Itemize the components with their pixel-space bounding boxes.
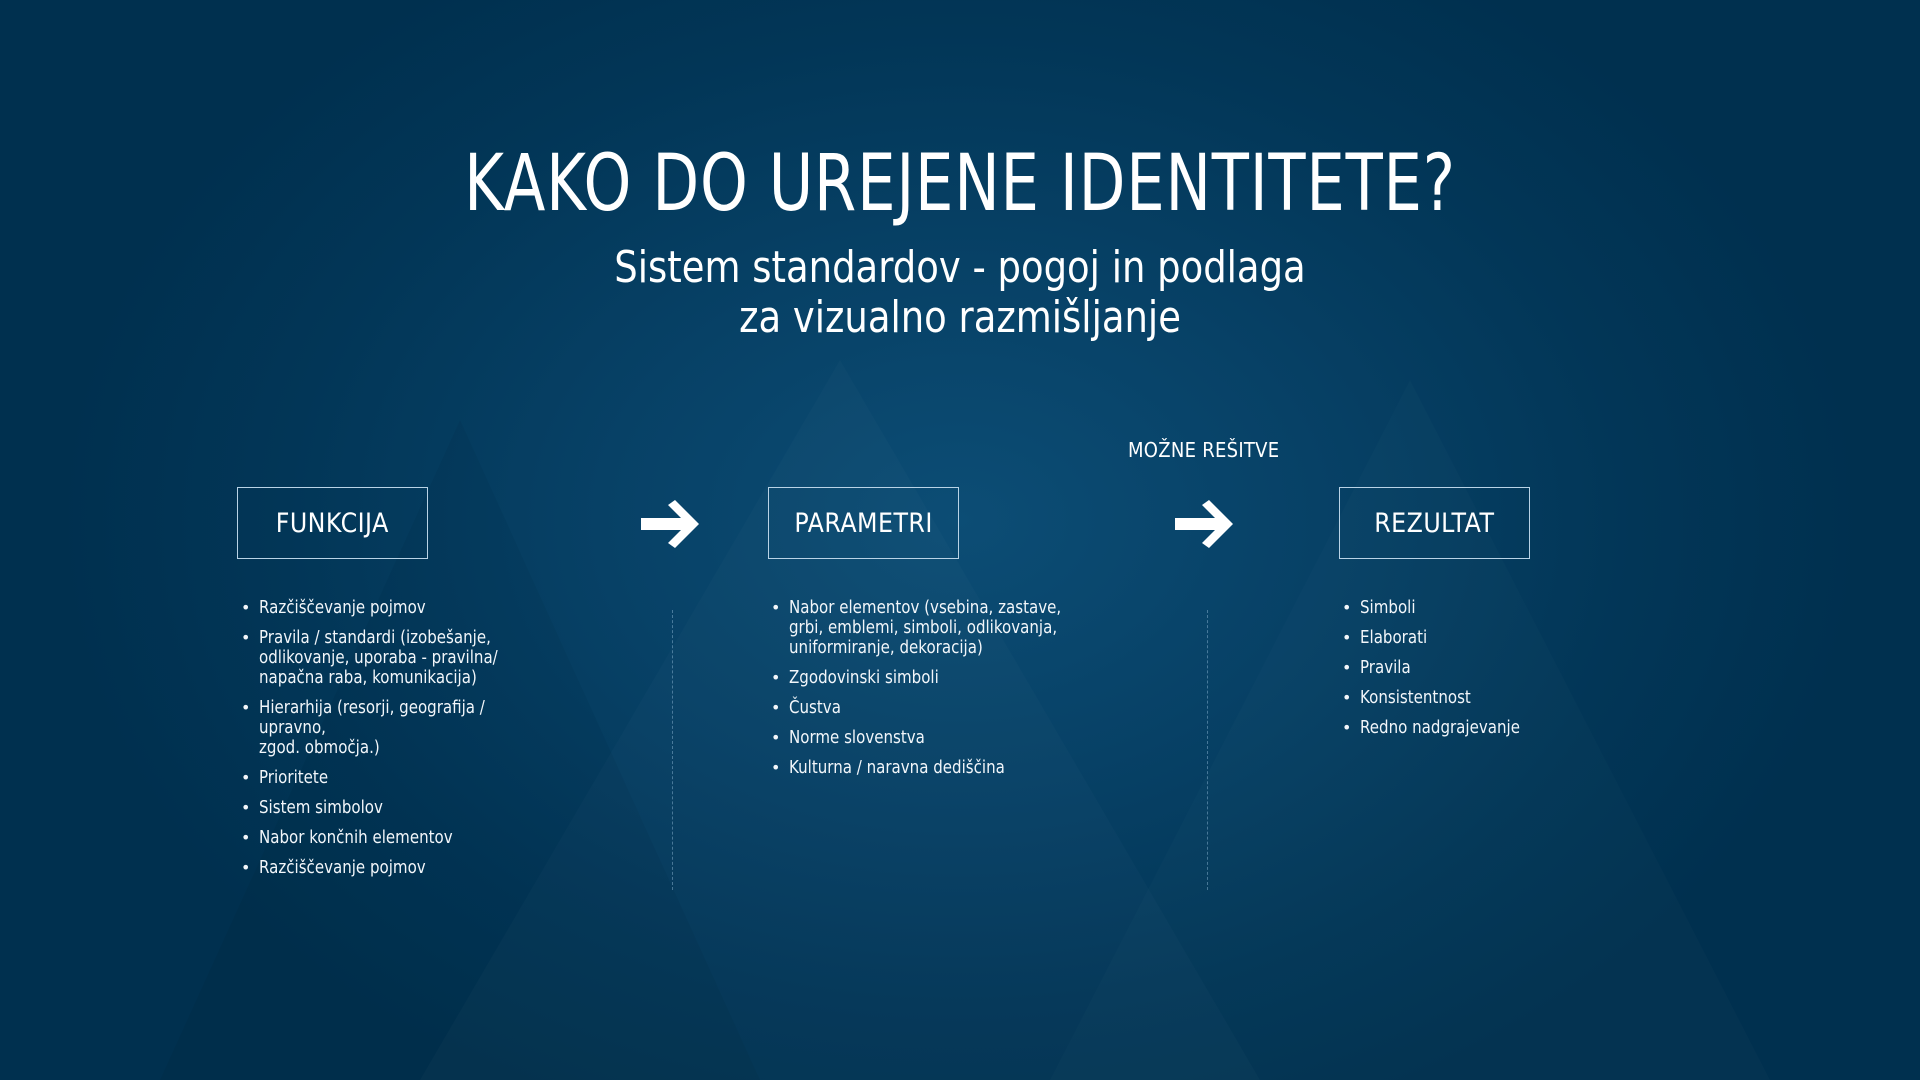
arrow-right-icon [1175,500,1233,548]
subtitle-line: za vizualno razmišljanje [739,292,1181,343]
parametri-box: PARAMETRI [768,487,959,559]
list-item: • Nabor končnih elementov [237,828,597,848]
bullet-icon: • [241,598,251,617]
funkcija-box: FUNKCIJA [237,487,428,559]
list-item: • Hierarhija (resorji, geografija / uprav… [237,698,597,758]
slide-title: KAKO DO UREJENE IDENTITETE? [464,139,1456,229]
bullet-icon: • [1342,658,1352,677]
bullet-icon: • [241,858,251,877]
list-item-text: Sistem simbolov [259,798,383,818]
bullet-icon: • [771,728,781,747]
list-item: • Simboli [1338,598,1598,618]
subtitle-line: Sistem standardov - pogoj in podlaga [614,242,1306,293]
list-item: • Prioritete [237,768,597,788]
slide-subtitle: Sistem standardov - pogoj in podlaga za … [154,243,1767,343]
bullet-icon: • [241,798,251,817]
list-item-text: Zgodovinski simboli [789,668,939,688]
list-item-text: Čustva [789,698,841,718]
list-item: • Norme slovenstva [767,728,1147,748]
list-item-text: Pravila / standardi (izobešanje, odlikov… [259,628,498,688]
box-label: FUNKCIJA [275,507,390,539]
list-item: • Pravila / standardi (izobešanje, odliko… [237,628,597,688]
bullet-icon: • [771,698,781,717]
list-item: • Čustva [767,698,1147,718]
funkcija-list: • Razčiščevanje pojmov • Pravila / standar… [237,598,597,888]
list-item-text: Razčiščevanje pojmov [259,598,426,618]
box-label: PARAMETRI [794,507,933,539]
bullet-icon: • [771,598,781,617]
list-item-text: Nabor elementov (vsebina, zastave, grbi,… [789,598,1062,658]
list-item: • Sistem simbolov [237,798,597,818]
box-label: REZULTAT [1374,507,1495,539]
list-item-text: Kulturna / naravna dediščina [789,758,1005,778]
list-item-text: Pravila [1360,658,1411,678]
dashed-divider [1207,610,1208,890]
bullet-icon: • [241,698,251,717]
bullet-icon: • [1342,688,1352,707]
arrow-right-icon [641,500,699,548]
list-item: • Razčiščevanje pojmov [237,598,597,618]
parametri-list: • Nabor elementov (vsebina, zastave, grbi… [767,598,1147,788]
bullet-icon: • [1342,718,1352,737]
rezultat-box: REZULTAT [1339,487,1530,559]
bullet-icon: • [241,768,251,787]
dashed-divider [672,610,673,890]
list-item: • Zgodovinski simboli [767,668,1147,688]
possible-solutions-label: MOŽNE REŠITVE [1128,438,1280,462]
rezultat-list: • Simboli • Elaborati • Pravila • Konsistent… [1338,598,1598,748]
list-item-text: Razčiščevanje pojmov [259,858,426,878]
bullet-icon: • [771,758,781,777]
list-item-text: Konsistentnost [1360,688,1471,708]
list-item: • Pravila [1338,658,1598,678]
list-item-text: Nabor končnih elementov [259,828,453,848]
bullet-icon: • [241,828,251,847]
list-item-text: Hierarhija (resorji, geografija / upravn… [259,698,485,758]
list-item: • Redno nadgrajevanje [1338,718,1598,738]
bullet-icon: • [241,628,251,647]
list-item: • Konsistentnost [1338,688,1598,708]
list-item-text: Simboli [1360,598,1416,618]
bullet-icon: • [1342,628,1352,647]
bullet-icon: • [771,668,781,687]
list-item: • Elaborati [1338,628,1598,648]
list-item: • Kulturna / naravna dediščina [767,758,1147,778]
list-item: • Nabor elementov (vsebina, zastave, grbi… [767,598,1147,658]
list-item-text: Prioritete [259,768,329,788]
list-item-text: Elaborati [1360,628,1428,648]
bullet-icon: • [1342,598,1352,617]
list-item-text: Norme slovenstva [789,728,925,748]
list-item-text: Redno nadgrajevanje [1360,718,1520,738]
list-item: • Razčiščevanje pojmov [237,858,597,878]
